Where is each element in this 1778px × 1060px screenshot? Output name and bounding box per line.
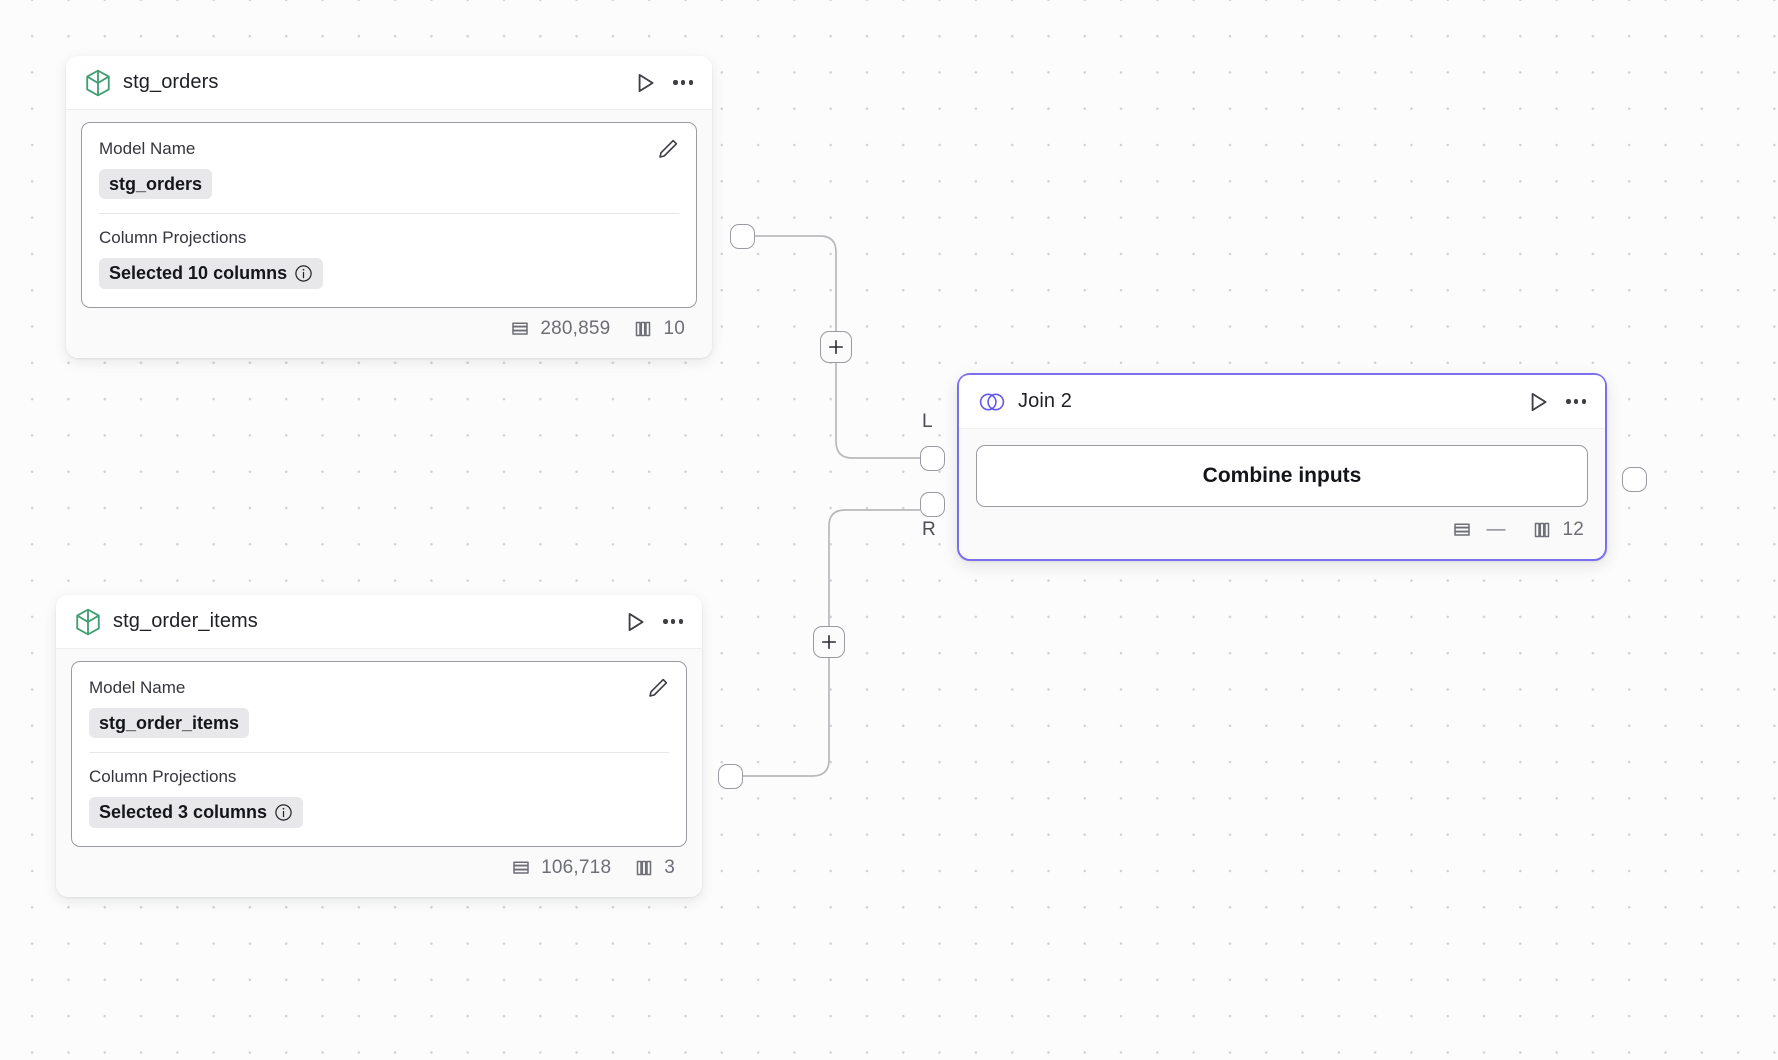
rows-icon <box>510 857 532 879</box>
info-icon[interactable] <box>294 264 313 283</box>
cube-icon <box>85 69 111 97</box>
node-header: Join 2 <box>959 375 1605 429</box>
node-join-2[interactable]: Join 2 Combine inputs <box>957 373 1607 561</box>
rows-value: — <box>1486 519 1506 540</box>
column-projections-row: Column Projections Selected 10 columns <box>99 227 679 289</box>
node-title: stg_orders <box>123 71 219 93</box>
output-port-join-2[interactable] <box>1622 467 1647 492</box>
edit-icon[interactable] <box>655 136 681 162</box>
cube-icon <box>75 608 101 636</box>
node-body: Combine inputs — <box>959 429 1605 559</box>
model-name-label: Model Name <box>99 139 196 158</box>
model-name-row: Model Name stg_orders <box>99 138 679 200</box>
panel-divider <box>89 752 669 754</box>
columns-icon <box>632 318 654 340</box>
node-stg-order-items[interactable]: stg_order_items <box>56 595 702 897</box>
run-icon[interactable] <box>622 609 648 635</box>
more-icon[interactable] <box>1565 395 1587 407</box>
row-count-stat: 280,859 <box>509 318 610 340</box>
rows-value: 106,718 <box>541 856 612 878</box>
model-config-panel: Model Name stg_order_items Column Projec… <box>71 661 687 847</box>
add-node-button-edge-left[interactable] <box>820 331 852 363</box>
node-header: stg_orders <box>66 56 712 110</box>
node-title: Join 2 <box>1018 390 1072 412</box>
row-count-stat: 106,718 <box>510 857 611 879</box>
more-icon[interactable] <box>662 615 684 627</box>
node-title: stg_order_items <box>113 610 258 632</box>
venn-icon <box>978 391 1006 413</box>
column-projections-row: Column Projections Selected 3 columns <box>89 766 669 828</box>
columns-value: 10 <box>663 317 685 339</box>
info-icon[interactable] <box>274 803 293 822</box>
combine-inputs-label: Combine inputs <box>1202 464 1362 487</box>
columns-value: 12 <box>1562 519 1584 540</box>
node-stats: 106,718 3 <box>71 847 687 891</box>
rows-icon <box>1451 519 1473 541</box>
column-projections-text: Selected 10 columns <box>109 263 288 284</box>
column-projections-text: Selected 3 columns <box>99 802 268 823</box>
input-port-label-left: L <box>922 411 933 432</box>
columns-icon <box>633 857 655 879</box>
node-stats: — 12 <box>976 507 1588 555</box>
row-count-stat: — <box>1451 519 1509 541</box>
edit-icon[interactable] <box>645 675 671 701</box>
node-stg-orders[interactable]: stg_orders Mod <box>66 56 712 358</box>
column-count-stat: 12 <box>1531 519 1584 541</box>
column-count-stat: 10 <box>632 318 685 340</box>
column-projections-label: Column Projections <box>89 767 237 787</box>
run-icon[interactable] <box>632 70 658 96</box>
column-projections-value[interactable]: Selected 3 columns <box>89 797 304 828</box>
columns-value: 3 <box>664 856 675 878</box>
output-port-stg-orders[interactable] <box>730 224 755 249</box>
model-name-value[interactable]: stg_order_items <box>89 707 250 739</box>
output-port-stg-order-items[interactable] <box>718 764 743 789</box>
column-projections-label: Column Projections <box>99 228 247 248</box>
column-count-stat: 3 <box>633 857 675 879</box>
input-port-join-right[interactable] <box>920 492 945 517</box>
add-node-button-edge-right[interactable] <box>813 626 845 658</box>
columns-icon <box>1531 519 1553 541</box>
input-port-label-right: R <box>922 519 936 540</box>
node-stats: 280,859 10 <box>81 308 697 352</box>
rows-icon <box>509 318 531 340</box>
model-config-panel: Model Name stg_orders Column Projections… <box>81 122 697 308</box>
model-name-row: Model Name stg_order_items <box>89 677 669 739</box>
more-icon[interactable] <box>672 76 694 88</box>
run-icon[interactable] <box>1525 389 1551 415</box>
node-body: Model Name stg_order_items Column Projec… <box>56 649 702 897</box>
model-name-value[interactable]: stg_orders <box>99 168 213 200</box>
column-projections-value[interactable]: Selected 10 columns <box>99 258 324 289</box>
input-port-join-left[interactable] <box>920 446 945 471</box>
model-name-label: Model Name <box>89 678 186 697</box>
rows-value: 280,859 <box>540 317 611 339</box>
node-header: stg_order_items <box>56 595 702 649</box>
node-body: Model Name stg_orders Column Projections… <box>66 110 712 358</box>
combine-inputs-button[interactable]: Combine inputs <box>976 445 1588 507</box>
panel-divider <box>99 213 679 215</box>
